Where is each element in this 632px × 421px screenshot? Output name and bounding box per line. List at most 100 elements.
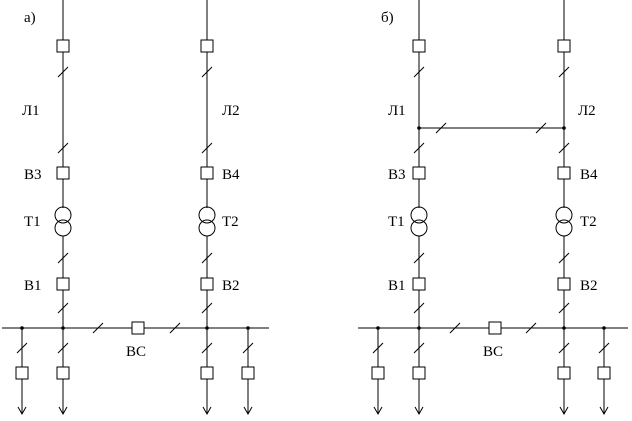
tick: [413, 252, 425, 264]
tick: [558, 302, 570, 314]
tick: [242, 342, 254, 354]
tick: [169, 322, 181, 334]
label-bc: ВС: [126, 344, 146, 360]
disconnector-top-1: [412, 39, 426, 53]
arrow-down-icon: [373, 406, 383, 416]
bus-coupler-bc: [131, 321, 145, 335]
label-t2: Т2: [580, 214, 597, 230]
label-t1: Т1: [388, 214, 405, 230]
transformer-t2-winding-1: [198, 206, 216, 224]
arrow-down-icon: [599, 406, 609, 416]
arrow-down-icon: [414, 406, 424, 416]
tick: [413, 302, 425, 314]
label-line-2: Л2: [578, 103, 596, 119]
breaker-b3: [56, 166, 70, 180]
label-b4: В4: [222, 167, 240, 183]
transformer-t2-winding-1: [555, 206, 573, 224]
tick: [558, 252, 570, 264]
transformer-t1-winding-2: [410, 219, 428, 237]
tick: [413, 66, 425, 78]
tick: [413, 142, 425, 154]
breaker-b1: [412, 277, 426, 291]
feeder-breaker: [241, 366, 255, 380]
panel-a: а): [2, 0, 269, 416]
label-b4: В4: [580, 167, 598, 183]
tick: [16, 342, 28, 354]
feeder-breaker: [56, 366, 70, 380]
breaker-b2: [200, 277, 214, 291]
feeder-line-2-b: [555, 0, 573, 328]
bridge-jumper: [417, 122, 566, 134]
feeder-breaker: [557, 366, 571, 380]
arrow-down-icon: [58, 406, 68, 416]
tick: [201, 142, 213, 154]
label-t1: Т1: [24, 214, 41, 230]
panel-b-label: б): [381, 10, 394, 26]
breaker-b2: [557, 277, 571, 291]
breaker-b3: [412, 166, 426, 180]
transformer-t1-winding-1: [54, 206, 72, 224]
breaker-b4: [557, 166, 571, 180]
outgoing-feeders-b: [371, 328, 611, 416]
transformer-t2-winding-2: [555, 219, 573, 237]
tick: [92, 322, 104, 334]
bus-coupler-bc: [488, 321, 502, 335]
tick: [535, 122, 547, 134]
breaker-b4: [200, 166, 214, 180]
arrow-down-icon: [243, 406, 253, 416]
disconnector-top-2: [200, 39, 214, 53]
disconnector-top-1: [56, 39, 70, 53]
arrow-down-icon: [559, 406, 569, 416]
tick: [525, 322, 537, 334]
label-line-1: Л1: [388, 103, 406, 119]
breaker-b1: [56, 277, 70, 291]
tick: [201, 302, 213, 314]
label-b3: В3: [24, 167, 42, 183]
tick: [558, 66, 570, 78]
tick: [413, 342, 425, 354]
tick: [57, 66, 69, 78]
tick: [558, 142, 570, 154]
tick: [57, 142, 69, 154]
label-line-2: Л2: [222, 103, 240, 119]
transformer-t1-winding-1: [410, 206, 428, 224]
tick: [57, 302, 69, 314]
feeder-breaker: [200, 366, 214, 380]
tick: [558, 342, 570, 354]
arrow-down-icon: [17, 406, 27, 416]
label-bc: ВС: [483, 344, 503, 360]
arrow-down-icon: [202, 406, 212, 416]
disconnector-top-2: [557, 39, 571, 53]
busbar-a: [2, 321, 269, 335]
feeder-line-2: [198, 0, 216, 328]
busbar-b: [358, 321, 628, 335]
panel-b: б): [358, 0, 628, 416]
label-b2: В2: [580, 278, 598, 294]
tick: [598, 342, 610, 354]
feeder-breaker: [412, 366, 426, 380]
feeder-breaker: [371, 366, 385, 380]
tick: [201, 66, 213, 78]
feeder-breaker: [597, 366, 611, 380]
transformer-t2-winding-2: [198, 219, 216, 237]
feeder-line-1-b: [410, 0, 428, 328]
label-b2: В2: [222, 278, 240, 294]
tick: [57, 342, 69, 354]
panel-a-label: а): [24, 10, 36, 26]
label-b3: В3: [388, 167, 406, 183]
tick: [372, 342, 384, 354]
transformer-t1-winding-2: [54, 219, 72, 237]
tick: [201, 252, 213, 264]
outgoing-feeders-a: [15, 328, 255, 416]
feeder-breaker: [15, 366, 29, 380]
tick: [57, 252, 69, 264]
tick: [201, 342, 213, 354]
feeder-line-1: [54, 0, 72, 328]
label-b1: В1: [24, 278, 42, 294]
label-line-1: Л1: [22, 103, 40, 119]
label-b1: В1: [388, 278, 406, 294]
label-t2: Т2: [222, 214, 239, 230]
tick: [435, 122, 447, 134]
tick: [449, 322, 461, 334]
